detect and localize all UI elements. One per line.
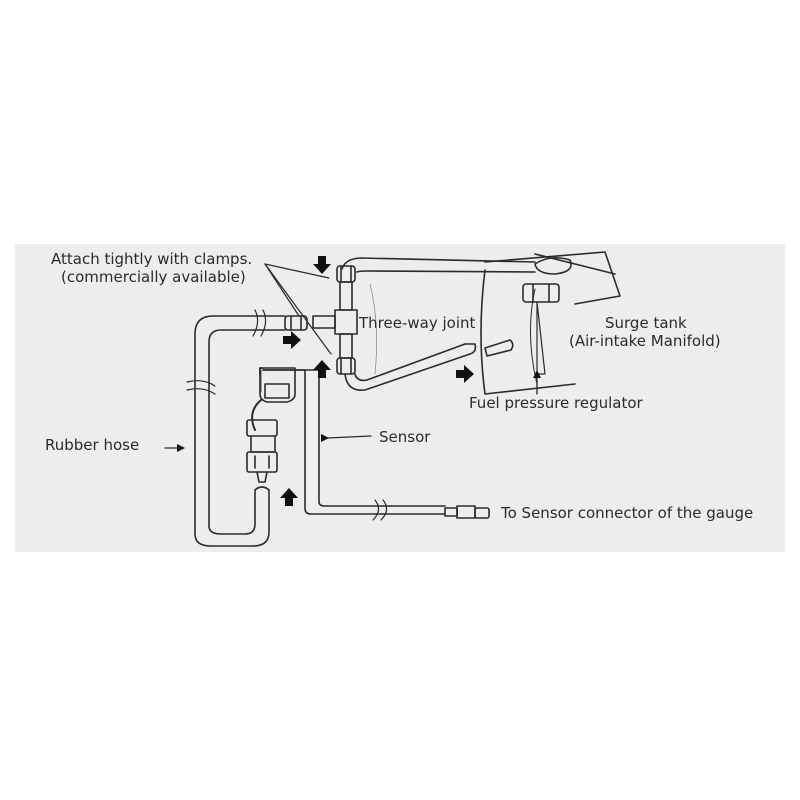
arrow-left-icon <box>177 444 185 452</box>
fuel-pressure-regulator-label: Fuel pressure regulator <box>469 394 643 412</box>
rubber-hose-label: Rubber hose <box>45 436 140 454</box>
sensor-connector-label: To Sensor connector of the gauge <box>501 504 754 522</box>
clamps-label-line1: Attach tightly with clamps. <box>51 250 253 268</box>
arrow-right-icon <box>283 331 301 349</box>
diagram-drawing <box>164 251 621 547</box>
three-way-joint-label: Three-way joint <box>359 314 476 332</box>
arrow-left-icon <box>321 434 329 442</box>
clamps-label-line2: (commercially available) <box>61 268 246 286</box>
arrow-up-icon <box>313 360 331 378</box>
surge-tank-label-line2: (Air-intake Manifold) <box>569 332 721 350</box>
three-way-joint-shape <box>312 281 358 359</box>
hose-diagram: Attach tightly with clamps. (commerciall… <box>15 244 785 552</box>
sensor-label: Sensor <box>379 428 431 446</box>
arrow-right-icon <box>456 365 474 383</box>
surge-tank-label-line1: Surge tank <box>605 314 687 332</box>
top-hose <box>336 257 536 283</box>
rubber-hose-shape <box>186 309 308 547</box>
leader-lines <box>164 263 538 449</box>
arrow-up-icon <box>533 370 541 378</box>
arrow-down-icon <box>313 256 331 274</box>
regulator-hose <box>336 339 514 391</box>
arrow-up-icon <box>280 488 298 506</box>
sensor-shape <box>246 367 296 483</box>
